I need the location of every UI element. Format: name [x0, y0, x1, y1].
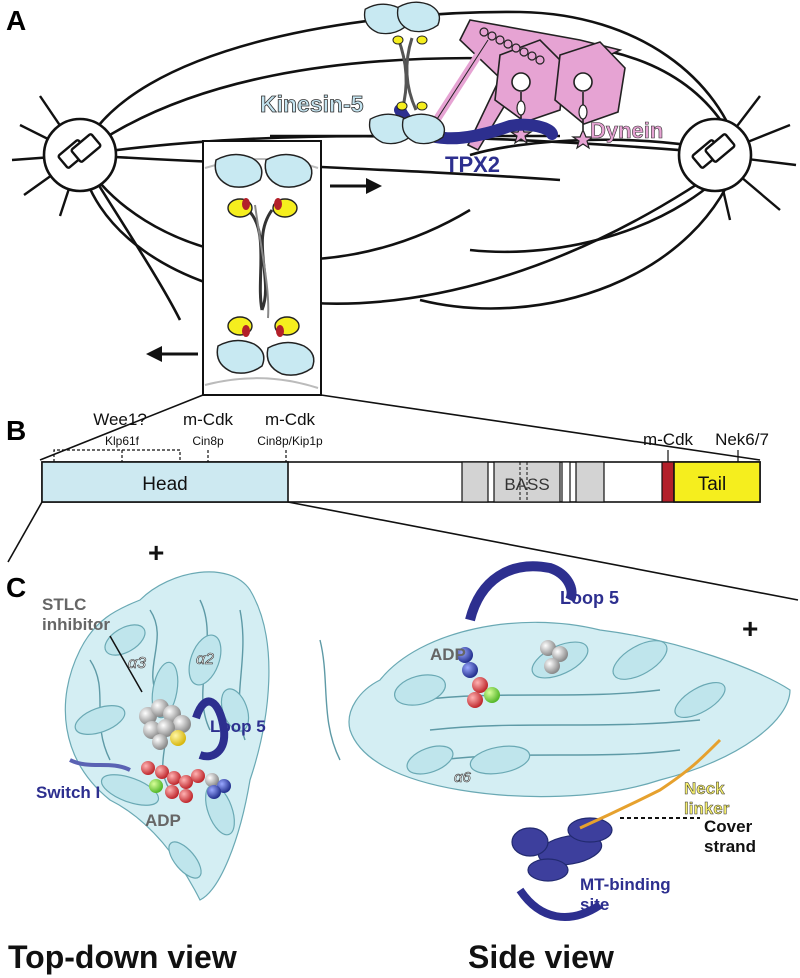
neck-linker-ribbon [579, 738, 722, 830]
mt-binding-label-2: site [580, 895, 609, 914]
tail-domain [673, 461, 761, 503]
cover-strand-label-1: Cover [704, 817, 753, 836]
loop5-right-ribbon [465, 561, 577, 622]
mt-binding-ribbon [511, 817, 613, 921]
panel-label-a: A [6, 5, 26, 36]
star-icon [509, 123, 595, 150]
domain-bar: Head BASS Tail [41, 461, 761, 503]
protein-side [319, 621, 791, 798]
stlc-spheres [139, 699, 191, 750]
stlc-label-1: STLC [42, 595, 86, 614]
centrosome-icon [11, 95, 118, 217]
bass-label: BASS [504, 475, 549, 494]
adp-left-label: ADP [145, 811, 181, 830]
cover-strand-label-2: strand [704, 837, 756, 856]
adp-spheres-right [457, 640, 568, 708]
site-mcdk-1: m-Cdk [183, 410, 234, 429]
alpha2-label: α2 [196, 651, 214, 668]
switch1-label: Switch I [36, 783, 100, 802]
kinesin-5-top [363, 1, 446, 145]
site-cin8p: Cin8p [192, 434, 224, 448]
panel-label-c: C [6, 572, 26, 603]
kinesin5-label: Kinesin-5 [260, 91, 364, 117]
view-side-label: Side view [468, 939, 614, 975]
loop5-right-label: Loop 5 [560, 588, 619, 608]
site-mcdk-2: m-Cdk [265, 410, 316, 429]
stlc-label-2: inhibitor [42, 615, 110, 634]
adp-right-label: ADP [430, 645, 466, 664]
alpha3-label: α3 [128, 655, 146, 672]
loop5-left-ribbon [192, 697, 229, 761]
head-domain [41, 461, 289, 503]
site-nek: Nek6/7 [715, 430, 769, 449]
dynein-complex [426, 19, 626, 152]
spindle [78, 10, 742, 321]
head-label: Head [142, 474, 187, 495]
arrow-left-icon [146, 346, 198, 362]
stlc-pointer [109, 635, 143, 693]
dynein-label: Dynein [590, 118, 663, 143]
tail-label: Tail [698, 474, 727, 495]
adp-spheres-left [141, 761, 231, 803]
zoom-box [202, 140, 322, 396]
neck-linker-label-2: linker [684, 799, 730, 818]
plus-end-right: + [742, 613, 758, 644]
site-ticks [53, 449, 739, 462]
switch1-ribbon [69, 758, 131, 772]
mt-binding-label-1: MT-binding [580, 875, 671, 894]
centrosome-icon [677, 95, 797, 221]
plus-end-left: + [148, 537, 164, 568]
neck-linker-label-1: Neck [684, 779, 725, 798]
site-wee1: Wee1? [93, 410, 147, 429]
tpx2-label: TPX2 [445, 152, 500, 177]
phospho-sites: Wee1? Klp61f m-Cdk Cin8p m-Cdk Cin8p/Kip… [93, 410, 769, 449]
view-top-down-label: Top-down view [8, 939, 237, 975]
site-klp61f: Klp61f [105, 434, 140, 448]
alpha6-label: α6 [454, 769, 472, 786]
site-mcdk-3: m-Cdk [643, 430, 694, 449]
arrow-right-icon [330, 178, 382, 194]
site-cin8p-kip1p: Cin8p/Kip1p [257, 434, 323, 448]
loop5-left-label: Loop 5 [210, 717, 266, 736]
panel-label-b: B [6, 415, 26, 446]
